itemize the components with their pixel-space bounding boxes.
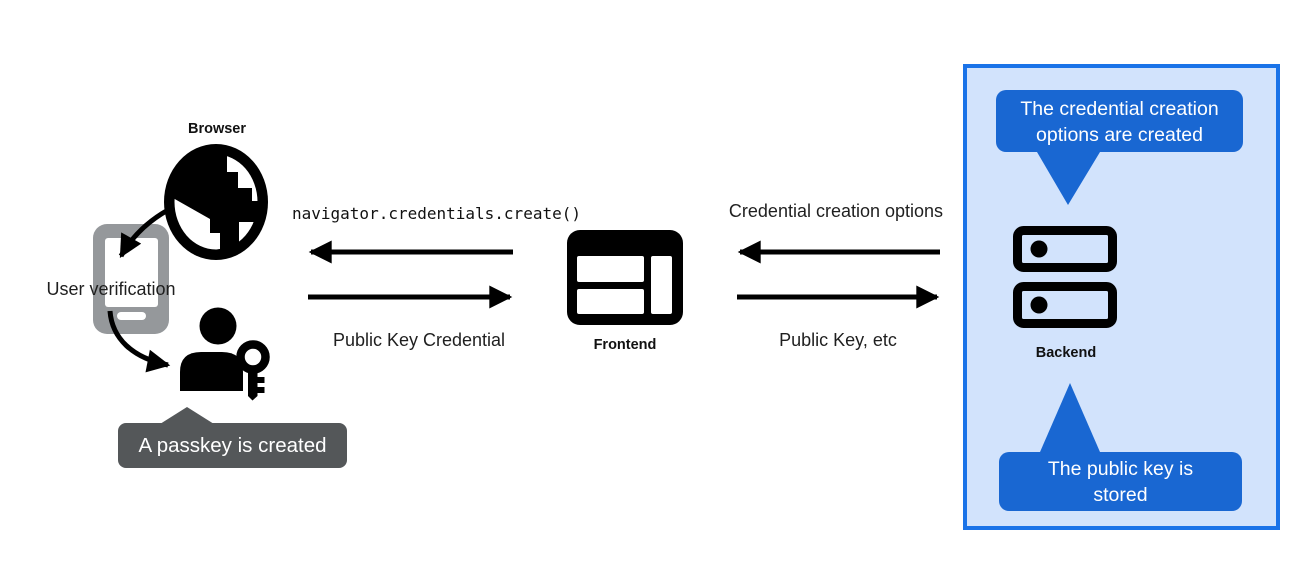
smartphone-icon <box>93 224 169 334</box>
edge-label-credential-creation-options: Credential creation options <box>728 201 944 221</box>
globe-icon <box>164 144 268 260</box>
callout-options-created-text: The credential creation options are crea… <box>1020 98 1219 146</box>
callout-passkey-created-text: A passkey is created <box>138 434 327 457</box>
backend-label: Backend <box>1035 345 1097 361</box>
callout-pointer-up-icon <box>160 407 214 424</box>
arrow-globe-to-phone <box>118 207 170 259</box>
callout-public-key-stored-text: The public key is stored <box>1047 458 1194 506</box>
callout-public-key-stored: The public key is stored <box>999 383 1242 511</box>
browser-window-icon <box>567 230 683 325</box>
person-with-key-icon <box>180 307 270 401</box>
browser-label: Browser <box>187 121 247 137</box>
callout-pointer-down-icon <box>1037 152 1100 205</box>
edge-label-create-call: navigator.credentials.create() <box>292 204 581 223</box>
callout-options-created: The credential creation options are crea… <box>996 90 1243 205</box>
user-verification-label: User verification <box>46 279 176 299</box>
server-icon <box>1013 226 1117 328</box>
arrow-phone-to-user <box>107 310 171 373</box>
edge-label-public-key-credential: Public Key Credential <box>332 330 506 350</box>
edge-label-public-key-etc: Public Key, etc <box>779 330 897 350</box>
callout-pointer-up-tall-icon <box>1040 383 1100 452</box>
frontend-label: Frontend <box>593 337 657 353</box>
callout-passkey-created: A passkey is created <box>118 407 347 468</box>
